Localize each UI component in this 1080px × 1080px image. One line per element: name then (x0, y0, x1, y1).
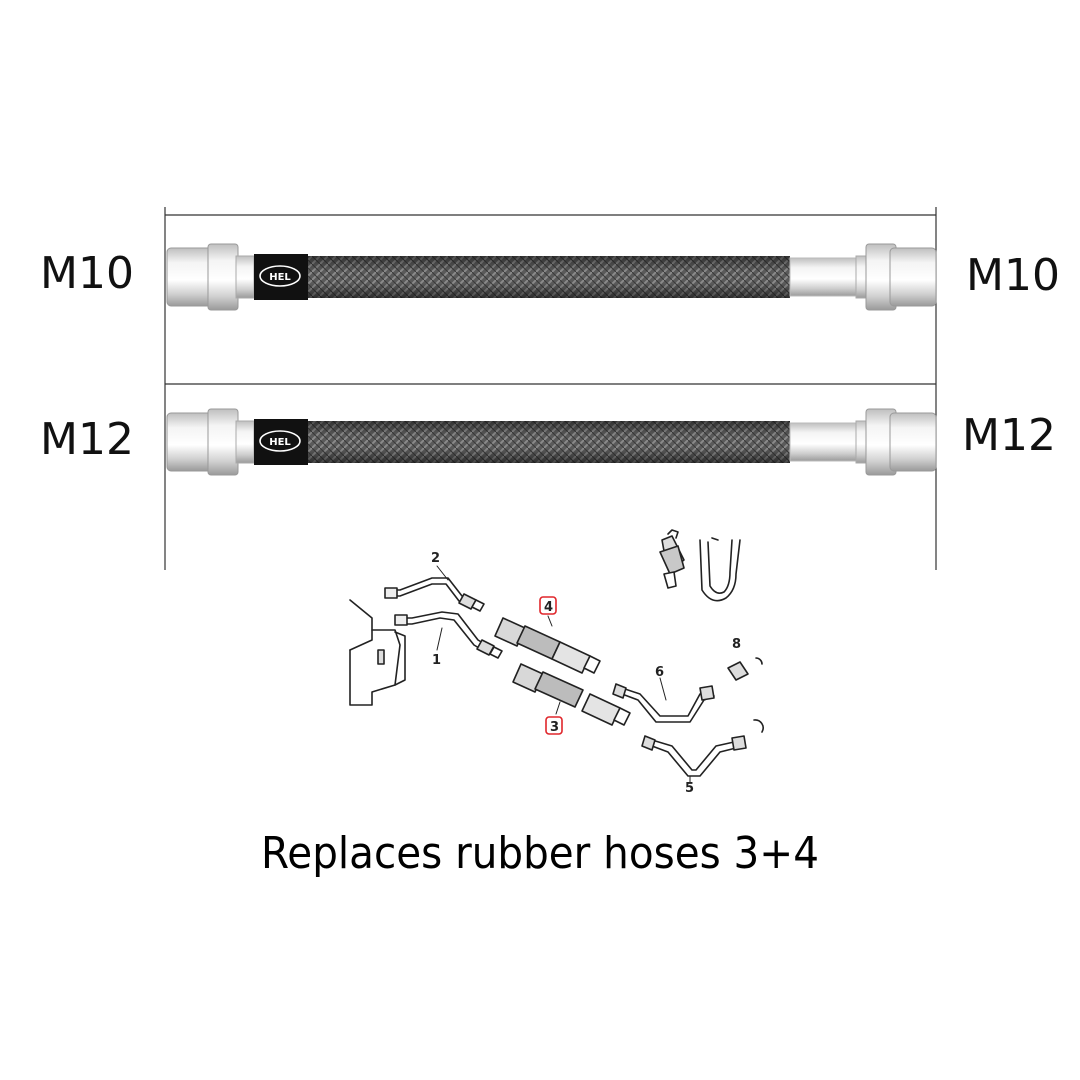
hel-logo-badge: HEL (259, 265, 301, 287)
hose2-right-thread-label: M12 (962, 410, 1056, 461)
callout-5: 5 (685, 781, 694, 796)
callout-6: 6 (655, 665, 664, 680)
brand-text-2: HEL (269, 437, 291, 448)
callout-3: 3 (550, 720, 559, 735)
hose-m10 (166, 243, 937, 311)
callout-4-box (539, 596, 557, 615)
callout-4: 4 (544, 600, 553, 615)
callout-2: 2 (431, 551, 440, 566)
hose1-left-thread-label: M10 (40, 248, 134, 299)
brand-text-1: HEL (269, 272, 291, 283)
hose1-right-thread-label: M10 (966, 250, 1060, 301)
callout-1: 1 (432, 653, 441, 668)
hose2-left-thread-label: M12 (40, 414, 134, 465)
callout-8: 8 (732, 637, 741, 652)
hel-logo-badge: HEL (259, 430, 301, 452)
parts-diagram (349, 529, 764, 783)
callout-3-box (545, 716, 563, 735)
caption: Replaces rubber hoses 3+4 (260, 828, 819, 879)
hose-m12 (166, 408, 937, 476)
